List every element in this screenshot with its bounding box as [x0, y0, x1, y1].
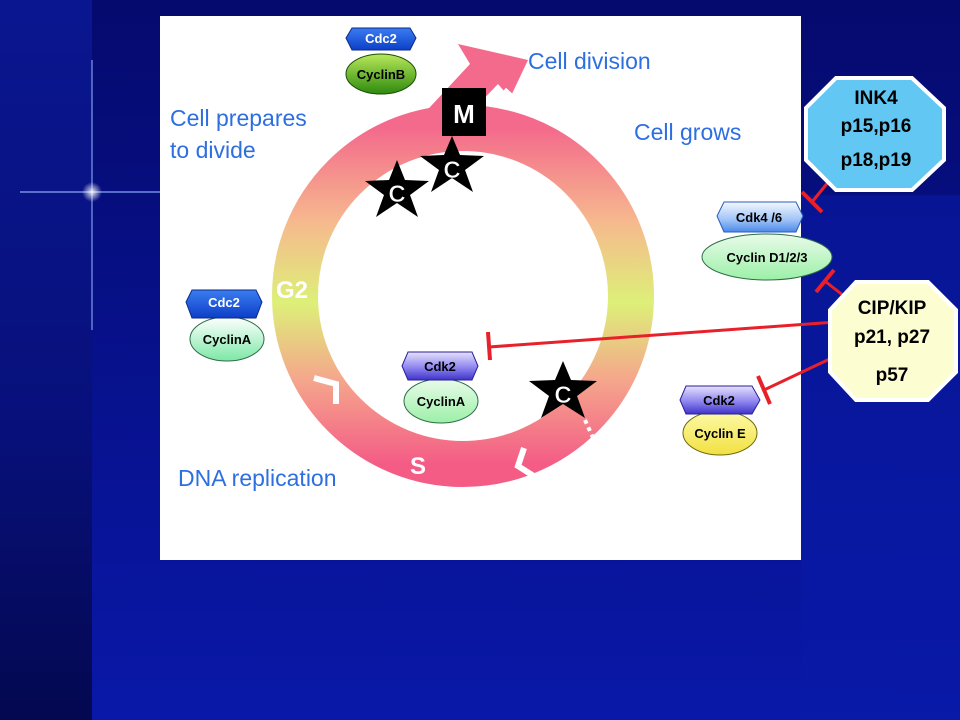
cdk2-label: Cdk2	[424, 359, 456, 374]
cdc2-label: Cdc2	[208, 295, 240, 310]
complex-cdc2-cyclinb: Cdc2 CyclinB	[345, 27, 417, 95]
checkpoint-star-icon: C	[365, 160, 429, 217]
cip-kip-title: CIP/KIP	[858, 298, 927, 319]
cyclina-label: CyclinA	[417, 394, 466, 409]
m-phase-label: M	[453, 99, 475, 129]
segment-break-left	[313, 375, 339, 404]
segment-break-top	[501, 87, 550, 123]
complex-cdk2-cyclina: Cdk2 CyclinA	[401, 351, 479, 424]
caption-cell-grows: Cell grows	[634, 119, 741, 145]
cip-kip-inhibitor-box: CIP/KIP p21, p27 p57	[828, 280, 958, 402]
checkpoint-star-icon: C	[529, 361, 597, 418]
ink4-line2: p15,p16	[841, 116, 912, 137]
cyclind-label: Cyclin D1/2/3	[727, 250, 808, 265]
ink4-inhibitor-box: INK4 p15,p16 p18,p19	[804, 76, 946, 192]
ink4-title: INK4	[854, 88, 898, 109]
cip-kip-line2: p21, p27	[854, 327, 930, 348]
caption-cell-prepares-line1: Cell prepares	[170, 105, 307, 131]
complex-cdk2-cycline: Cdk2 Cyclin E	[679, 385, 761, 456]
slide-background-left	[0, 0, 92, 720]
cdk46-label: Cdk4 /6	[736, 210, 782, 225]
complex-cdk46-cyclind: Cdk4 /6 Cyclin D1/2/3	[701, 201, 833, 281]
caption-cell-division: Cell division	[528, 48, 651, 74]
cdk2-label: Cdk2	[703, 393, 735, 408]
ink4-line3: p18,p19	[841, 150, 912, 171]
checkpoint-label: C	[443, 157, 460, 184]
cycline-label: Cyclin E	[694, 426, 746, 441]
g1-phase-label: G1	[652, 261, 684, 288]
complex-cdc2-cyclina: Cdc2 CyclinA	[185, 289, 265, 362]
m-phase-box	[442, 88, 486, 136]
checkpoint-label: C	[388, 181, 405, 208]
s-phase-label: S	[410, 453, 426, 480]
checkpoint-star-icon: C	[420, 136, 484, 192]
caption-cell-prepares-line2: to divide	[170, 137, 256, 163]
right-tint	[801, 195, 960, 720]
cyclinb-label: CyclinB	[357, 67, 405, 82]
checkpoint-label: C	[554, 382, 571, 409]
segment-break-bottom	[514, 447, 542, 483]
inhibition-lines	[486, 169, 845, 405]
caption-dna-replication: DNA replication	[178, 465, 337, 491]
cdc2-label: Cdc2	[365, 31, 397, 46]
cyclina-label: CyclinA	[203, 332, 252, 347]
g2-phase-label: G2	[276, 277, 308, 304]
sparkle-decoration	[20, 60, 160, 330]
cip-kip-line3: p57	[876, 365, 909, 386]
